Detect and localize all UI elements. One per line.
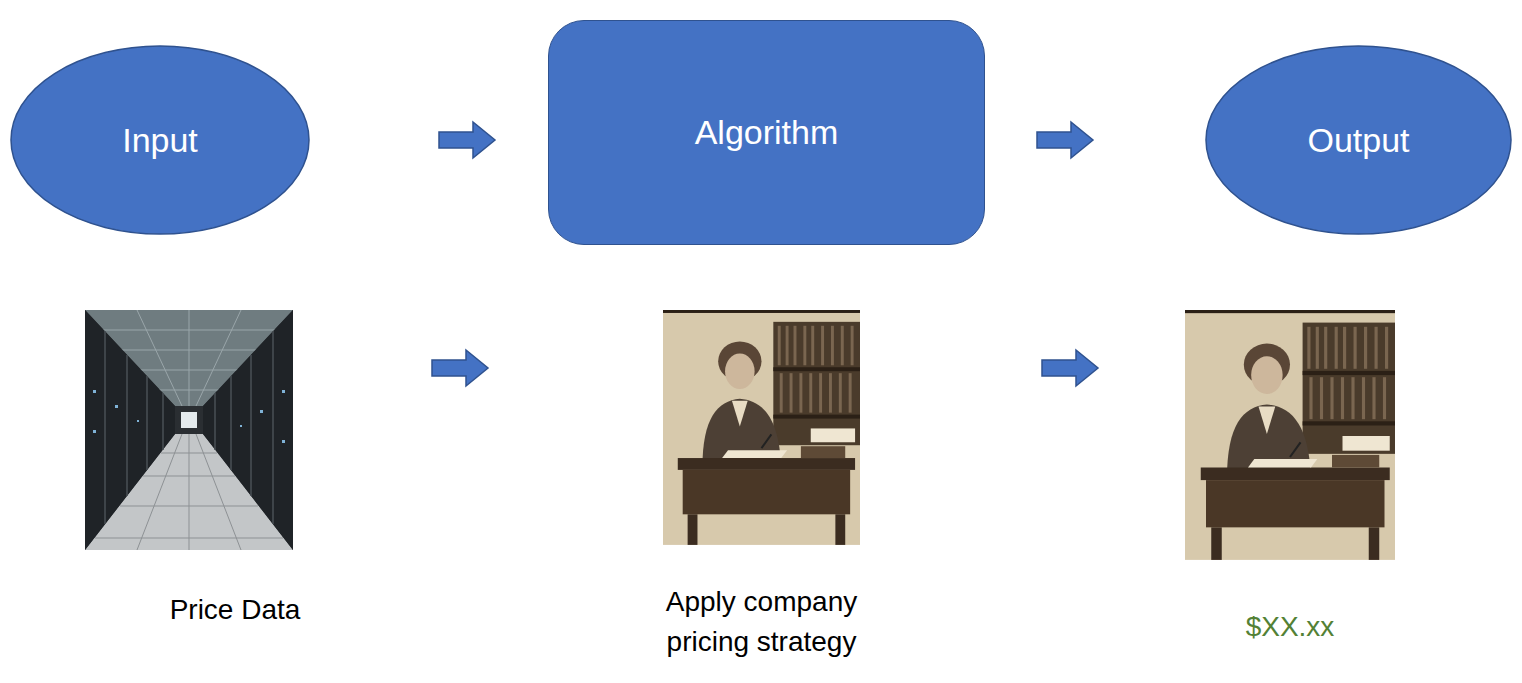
caption: Price Data (105, 590, 365, 630)
node-label: Output (1307, 120, 1409, 161)
ellipse-shape (1206, 46, 1511, 234)
picture-tile: Price Data (85, 310, 293, 634)
picture-tile: $XX.xx (1185, 310, 1395, 651)
node-label: Algorithm (695, 112, 839, 153)
block-arrow (432, 350, 488, 386)
picture-tile: Apply company pricing strategy (663, 310, 860, 666)
caption: $XX.xx (1190, 607, 1390, 647)
block-arrow (1042, 350, 1098, 386)
node-label: Input (122, 120, 198, 161)
caption: Apply company pricing strategy (637, 582, 887, 662)
server-room-picture (85, 310, 293, 550)
output-ellipse: Output (1205, 45, 1512, 235)
input-ellipse: Input (10, 45, 310, 235)
ellipse-shape (11, 46, 309, 234)
block-arrow (1037, 122, 1093, 158)
process-box: Algorithm (548, 20, 985, 245)
block-arrow (439, 122, 495, 158)
clerk-picture (663, 310, 860, 545)
clerk-picture (1185, 310, 1395, 560)
